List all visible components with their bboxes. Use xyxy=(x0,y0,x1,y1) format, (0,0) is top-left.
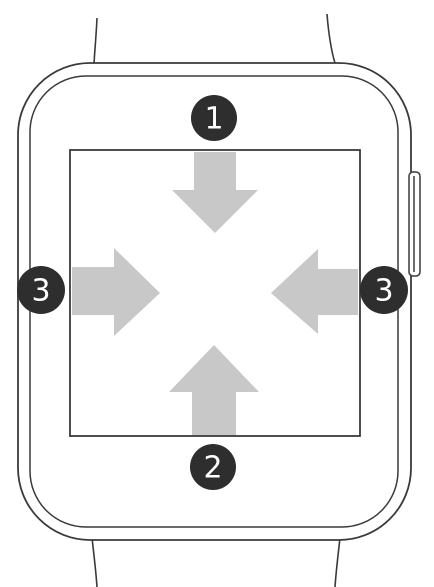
arrow-right-icon xyxy=(72,248,160,336)
marker-bottom-label: 2 xyxy=(203,451,222,486)
arrow-down-icon xyxy=(172,152,258,233)
marker-right-circle xyxy=(360,266,408,314)
marker-bottom-circle xyxy=(190,444,236,490)
crown-button xyxy=(408,171,421,277)
watch-band-top xyxy=(93,13,337,67)
marker-right: 3 xyxy=(360,266,408,314)
marker-top-circle xyxy=(191,95,237,141)
marker-right-label: 3 xyxy=(374,274,393,309)
marker-top-label: 1 xyxy=(204,102,223,137)
marker-left-label: 3 xyxy=(31,274,50,309)
arrow-left-icon xyxy=(271,249,358,334)
watch-band-bottom xyxy=(91,537,341,587)
marker-top: 1 xyxy=(191,95,237,141)
marker-left: 3 xyxy=(17,266,65,314)
marker-bottom: 2 xyxy=(190,444,236,490)
arrow-up-icon xyxy=(169,345,259,435)
marker-left-circle xyxy=(17,266,65,314)
